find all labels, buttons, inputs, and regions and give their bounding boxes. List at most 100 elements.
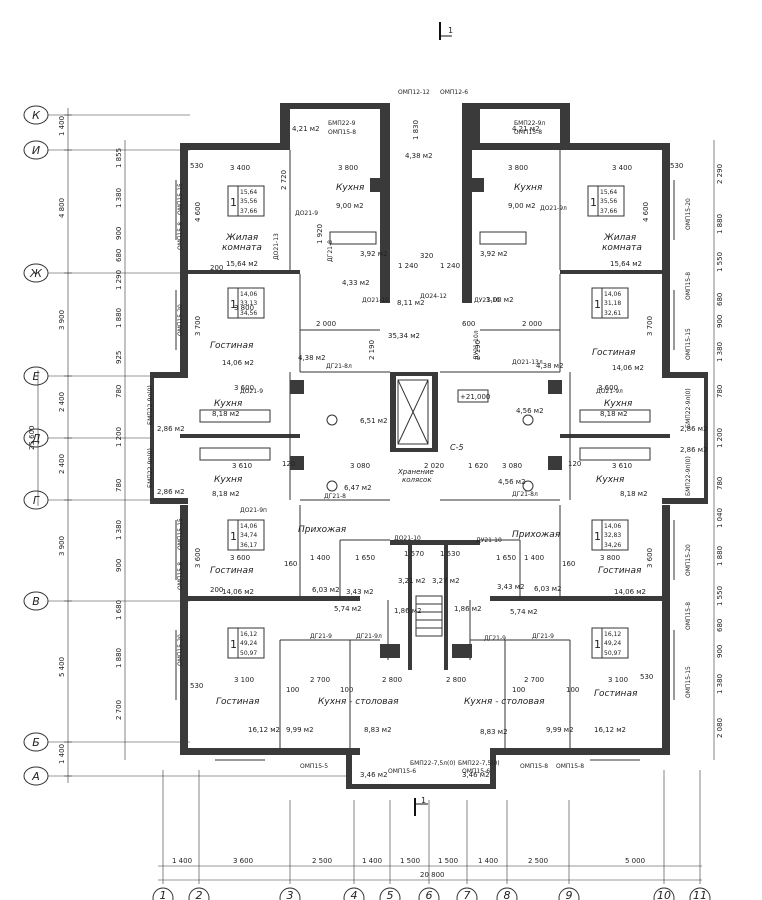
svg-text:2 700: 2 700 [524,676,544,684]
svg-text:БМП22-9л: БМП22-9л [514,120,545,127]
dim-label: 1 880 [716,214,724,234]
svg-text:200: 200 [210,264,223,272]
dim-label: 3 900 [58,536,66,556]
svg-text:3 080: 3 080 [350,462,370,470]
svg-text:ОМП15-20: ОМП15-20 [685,544,692,576]
dim-label: 780 [716,477,724,490]
apartment-tag: 1 14,06 32,83 34,26 [591,519,629,551]
svg-text:10: 10 [657,889,671,900]
section-mark-label: 1 [421,796,426,805]
dim-label: 780 [115,479,123,492]
svg-text:530: 530 [190,682,203,690]
svg-text:4,56 м2: 4,56 м2 [516,407,544,415]
dim-label: 1 200 [716,428,724,448]
svg-text:1,86 м2: 1,86 м2 [454,605,482,613]
svg-text:3 800: 3 800 [234,304,254,312]
svg-text:ОМП15-6: ОМП15-6 [388,768,416,775]
room-label-hallway: Прихожая [298,525,347,535]
svg-text:14,06: 14,06 [240,523,257,530]
svg-text:3 610: 3 610 [232,462,252,470]
svg-text:БМП22-9: БМП22-9 [328,120,356,127]
svg-text:ОМП15-20: ОМП15-20 [685,198,692,230]
dim-label: 1 880 [716,546,724,566]
svg-text:3 400: 3 400 [230,164,250,172]
room-label-kitchen-dining: Кухня - столовая [318,697,399,707]
svg-text:БМП22-7,5л(0): БМП22-7,5л(0) [410,760,455,767]
room-label-lounge: Гостиная [594,689,638,699]
room-label-kitchen: Кухня [336,183,365,193]
svg-text:8,83 м2: 8,83 м2 [480,728,508,736]
dim-label: 680 [115,249,123,262]
svg-text:14,06 м2: 14,06 м2 [612,364,644,372]
dim-label: 5 400 [58,657,66,677]
svg-text:50,97: 50,97 [240,650,257,657]
svg-text:15,64: 15,64 [600,189,617,196]
room-label-kitchen-dining: Кухня - столовая [464,697,545,707]
svg-text:ОМП15-15: ОМП15-15 [177,183,184,215]
dim-label: 1 680 [115,600,123,620]
elevator-shaft [397,379,429,445]
svg-text:6,47 м2: 6,47 м2 [344,484,372,492]
axis-bubble-1: 1 [152,887,174,900]
svg-text:1: 1 [230,298,237,311]
dim-label: 1 380 [716,674,724,694]
svg-text:ДО21-13: ДО21-13 [273,233,280,260]
room-label-kitchen: Кухня [604,399,633,409]
dim-label: 1 380 [115,188,123,208]
svg-text:БМП22-7,5(0): БМП22-7,5(0) [458,760,500,767]
dim-label: 2 700 [115,700,123,720]
svg-text:3 800: 3 800 [338,164,358,172]
svg-text:11: 11 [693,889,707,900]
left-dimension-chain [37,108,126,783]
svg-text:ОМП15-8: ОМП15-8 [520,763,548,770]
svg-text:Б: Б [32,736,40,749]
svg-text:1: 1 [594,298,601,311]
dim-label: 1 400 [58,116,66,136]
svg-text:2 000: 2 000 [522,320,542,328]
svg-text:32,61: 32,61 [604,310,621,317]
dim-label: 4 800 [58,198,66,218]
svg-text:2,86 м2: 2,86 м2 [680,446,708,454]
svg-text:ОМП12-12: ОМП12-12 [398,89,430,96]
svg-text:БМП22-9п(0): БМП22-9п(0) [147,448,154,488]
svg-text:БМП22-9л(0): БМП22-9л(0) [147,385,154,425]
svg-text:ДО21-9: ДО21-9 [295,210,318,217]
svg-text:1 530: 1 530 [440,550,460,558]
svg-text:2 020: 2 020 [424,462,444,470]
room-label-lounge: Гостиная [210,341,254,351]
svg-text:1 240: 1 240 [440,262,460,270]
svg-text:ОМП15-20: ОМП15-20 [177,304,184,336]
svg-text:3 080: 3 080 [502,462,522,470]
apartment-tag: 1 15,64 35,56 37,66 [587,185,625,217]
dim-label: 1 855 [115,148,123,168]
dim-label: 780 [115,385,123,398]
svg-text:2,86 м2: 2,86 м2 [680,425,708,433]
svg-text:200: 200 [210,586,223,594]
svg-text:6,03 м2: 6,03 м2 [534,585,562,593]
dim-label: 1 550 [716,252,724,272]
svg-text:ДГ21-8л: ДГ21-8л [326,363,352,370]
svg-text:530: 530 [670,162,683,170]
stair-flight [415,595,443,637]
svg-text:1 650: 1 650 [496,554,516,562]
svg-text:ДО21-9л: ДО21-9л [540,205,567,212]
room-label-hallway: Прихожая [512,530,561,540]
dim-label: 1 550 [716,586,724,606]
svg-text:1: 1 [230,530,237,543]
bottom-dimension-labels: 1 400 3 600 2 500 1 400 1 500 1 500 1 40… [172,857,645,879]
svg-text:32,83: 32,83 [604,532,621,539]
svg-text:2,86 м2: 2,86 м2 [157,488,185,496]
room-label-lounge: Гостиная [216,697,260,707]
exterior-walls [150,103,708,789]
svg-text:4,38 м2: 4,38 м2 [536,362,564,370]
svg-text:ОМП12-6: ОМП12-6 [440,89,468,96]
svg-text:3 600: 3 600 [230,554,250,562]
svg-text:1: 1 [230,638,237,651]
svg-text:+21,000: +21,000 [460,393,490,401]
dim-label: 1 500 [400,857,420,865]
svg-text:ДГ21-9: ДГ21-9 [484,635,506,642]
svg-text:100: 100 [566,686,579,694]
dim-label: 2 290 [716,164,724,184]
svg-text:1: 1 [590,196,597,209]
svg-text:9,00 м2: 9,00 м2 [336,202,364,210]
